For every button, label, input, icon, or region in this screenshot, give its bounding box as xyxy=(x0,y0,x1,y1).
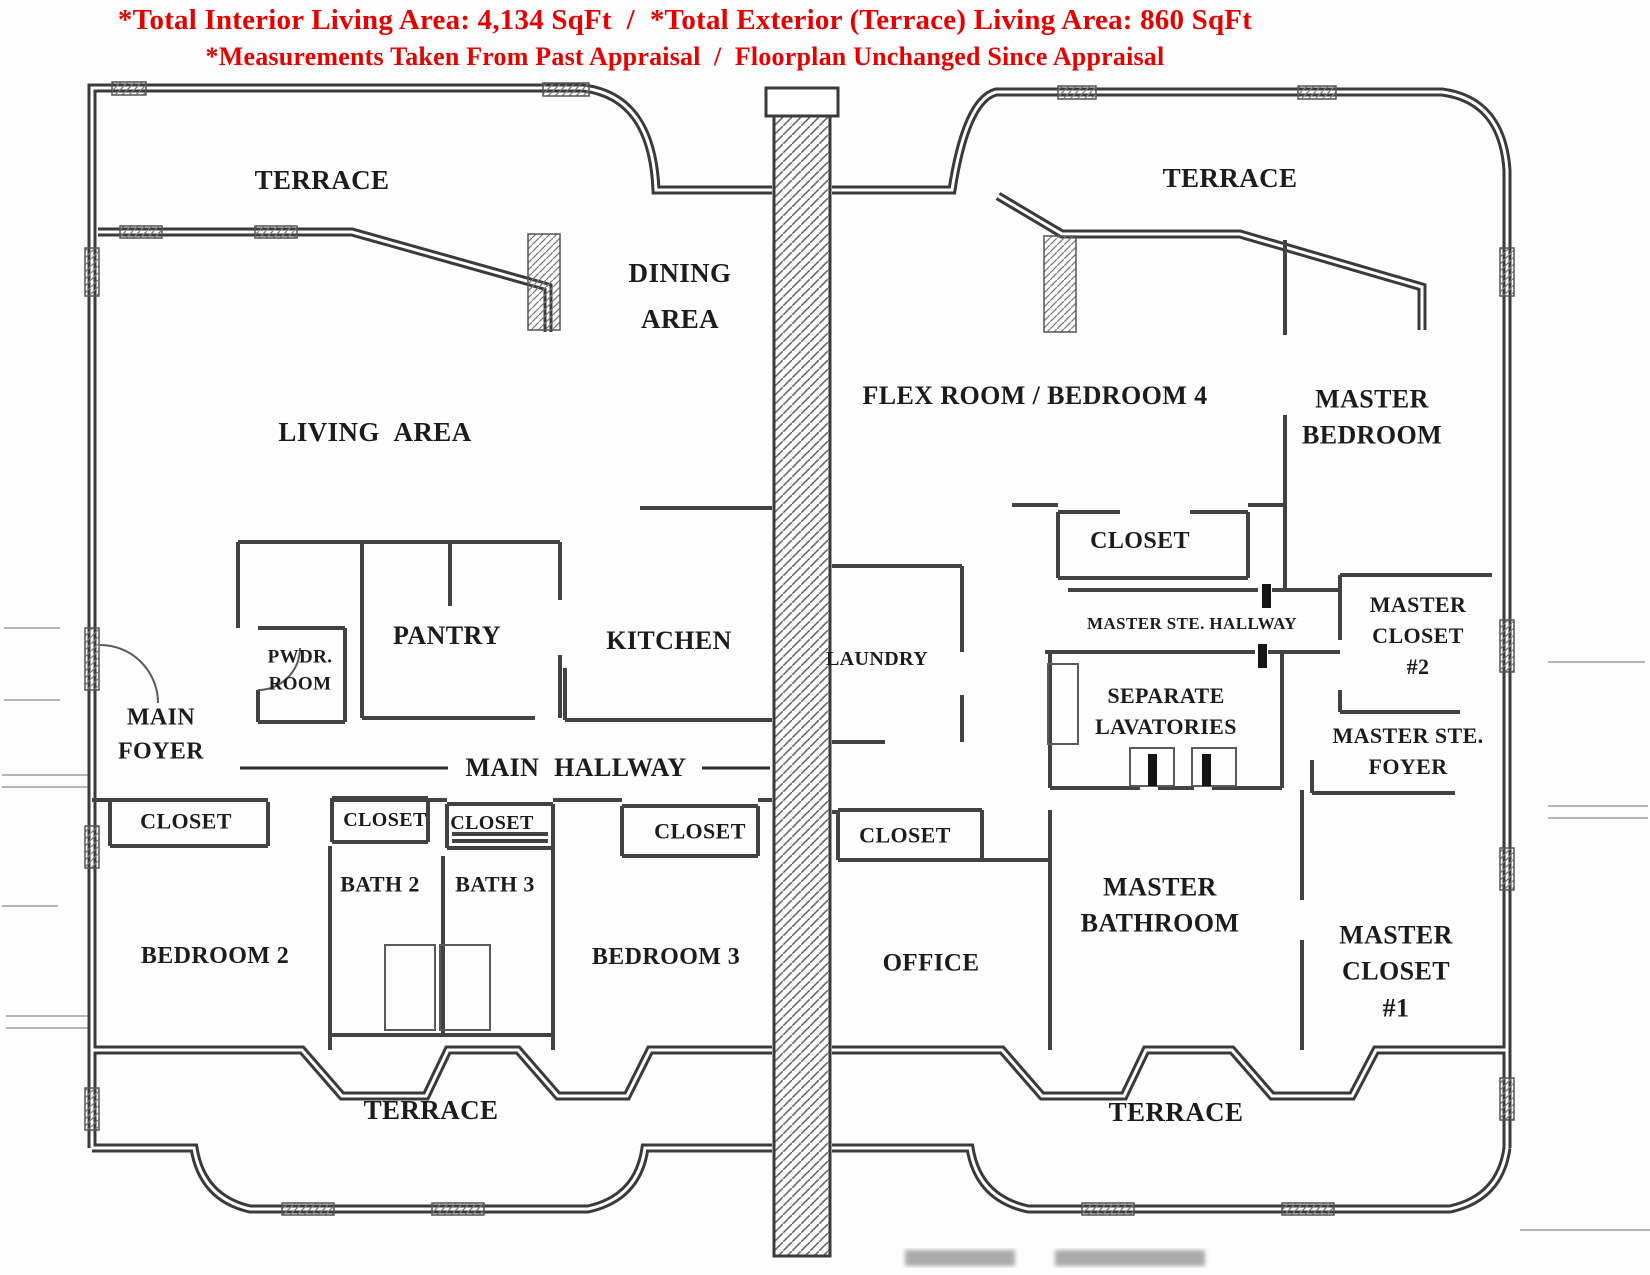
floorplan-header: *Total Interior Living Area: 4,134 SqFt … xyxy=(0,4,1370,72)
room-label-bath-3: BATH 3 xyxy=(455,871,535,897)
room-label-closet-bedroom-3: CLOSET xyxy=(654,818,746,844)
room-label-pwdr-room: PWDR. ROOM xyxy=(267,646,333,694)
room-label-closet-foyer: CLOSET xyxy=(140,808,232,834)
room-label-terrace-bottom-left: TERRACE xyxy=(363,1095,499,1126)
room-label-terrace-bottom-right: TERRACE xyxy=(1108,1097,1244,1128)
room-label-master-bathroom: MASTER BATHROOM xyxy=(1080,872,1240,938)
room-label-closet-bath-2: CLOSET xyxy=(343,809,427,831)
interior-walls xyxy=(92,240,1492,1050)
room-label-closet-flex: CLOSET xyxy=(1090,528,1190,555)
central-shaft xyxy=(764,86,840,1258)
header-measurement-note: *Measurements Taken From Past Appraisal … xyxy=(205,42,1165,71)
room-label-closet-bath-3: CLOSET xyxy=(450,812,534,834)
header-area-totals: *Total Interior Living Area: 4,134 SqFt … xyxy=(117,4,1253,36)
scan-artifacts xyxy=(2,627,1650,1231)
room-label-main-foyer: MAIN FOYER xyxy=(118,704,204,764)
room-label-office: OFFICE xyxy=(882,949,980,977)
room-label-bedroom-3: BEDROOM 3 xyxy=(591,944,741,971)
room-label-flex-room-bedroom-4: FLEX ROOM / BEDROOM 4 xyxy=(862,380,1208,410)
room-label-main-hallway: MAIN HALLWAY xyxy=(457,749,695,787)
room-label-bedroom-2: BEDROOM 2 xyxy=(140,943,290,970)
room-label-master-bedroom: MASTER BEDROOM xyxy=(1301,384,1443,450)
room-label-pantry: PANTRY xyxy=(393,620,501,650)
room-label-terrace-top-left: TERRACE xyxy=(254,165,390,196)
room-label-bath-2: BATH 2 xyxy=(340,871,420,897)
room-label-master-ste-hallway: MASTER STE. HALLWAY xyxy=(1087,614,1297,634)
room-label-laundry: LAUNDRY xyxy=(825,648,929,670)
room-label-closet-office: CLOSET xyxy=(859,822,951,848)
room-label-master-ste-foyer: MASTER STE. FOYER xyxy=(1332,723,1484,779)
door-jambs xyxy=(1148,584,1271,786)
window-markers xyxy=(84,81,1515,1216)
fixtures xyxy=(99,644,1237,1031)
room-label-dining-area: DINING AREA xyxy=(628,258,732,334)
room-label-separate-lavatories: SEPARATE LAVATORIES xyxy=(1095,683,1237,739)
room-label-master-closet-1: MASTER CLOSET #1 xyxy=(1339,920,1453,1023)
room-label-living-area: LIVING AREA xyxy=(278,417,472,448)
room-label-master-closet-2: MASTER CLOSET #2 xyxy=(1369,591,1467,679)
bottom-smudges xyxy=(905,1250,1205,1266)
room-label-terrace-top-right: TERRACE xyxy=(1162,163,1298,194)
room-label-kitchen: KITCHEN xyxy=(606,625,732,655)
